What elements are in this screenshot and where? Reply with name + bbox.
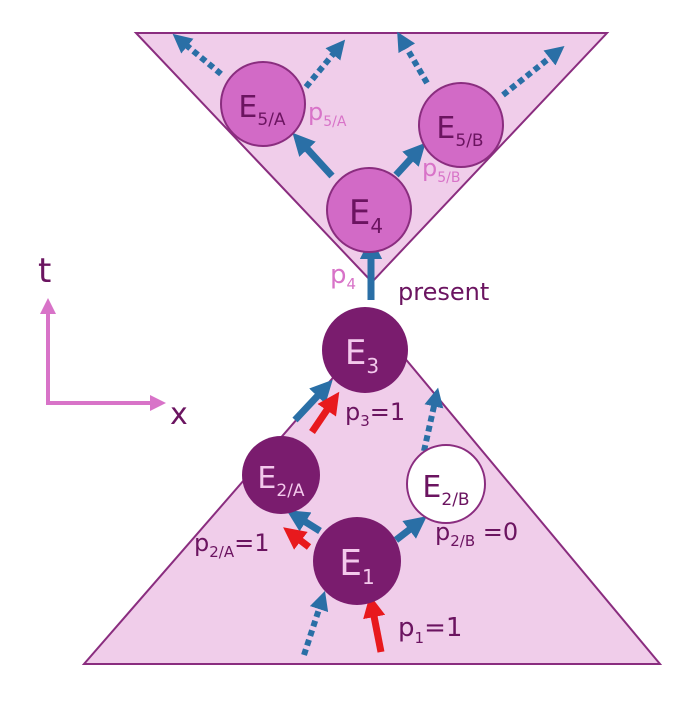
- event-e5b: E5/B: [418, 82, 504, 168]
- svg-text:E1: E1: [339, 543, 374, 589]
- label-p1: p1=1: [398, 613, 462, 647]
- e4-main: E: [349, 193, 370, 233]
- event-e5a: E5/A: [220, 61, 306, 147]
- possible-arrows: [172, 31, 565, 656]
- arrow-e5a-right: [303, 39, 346, 89]
- label-p4: p4: [330, 260, 356, 293]
- svg-text:E2/A: E2/A: [257, 461, 305, 501]
- red-arrow-e2a-to-e3: [309, 391, 340, 434]
- e2b-main: E: [422, 470, 441, 505]
- arrow-e5b-left: [397, 31, 430, 85]
- event-e2a: E2/A: [242, 436, 320, 514]
- x-axis-label: x: [170, 397, 188, 432]
- t-axis-label: t: [38, 251, 51, 291]
- history-arrows: [283, 391, 386, 653]
- e4-sub: 4: [370, 214, 383, 238]
- event-e3: E3: [322, 307, 408, 393]
- arrow-e4-to-e5a: [292, 132, 335, 179]
- e1-sub: 1: [362, 565, 375, 589]
- arrow-e5a-left: [172, 33, 223, 77]
- label-p2a: p2/A=1: [194, 529, 269, 561]
- past-light-cone: [81, 324, 663, 665]
- event-nodes: E1 E2/A E2/B E3 E4: [220, 61, 504, 605]
- e5b-main: E: [436, 111, 455, 146]
- event-e4: E4: [326, 167, 412, 253]
- e3-sub: 3: [366, 354, 379, 378]
- e5b-sub: 5/B: [455, 131, 483, 151]
- red-arrow-e1-to-e2a: [283, 527, 312, 550]
- e3-main: E: [345, 333, 366, 373]
- e1-main: E: [339, 543, 362, 584]
- arrow-e1-to-e2b: [393, 516, 427, 543]
- e2a-sub: 2/A: [276, 481, 305, 501]
- probability-labels: p1=1 p2/A=1 p2/B =0 p3=1 p4 p5/A p5/B: [194, 98, 518, 647]
- present-label: present: [398, 278, 489, 306]
- axes: t x: [38, 251, 188, 432]
- label-p5a: p5/A: [308, 98, 347, 130]
- arrow-e1-to-e2a: [286, 510, 322, 534]
- event-e1: E1: [313, 517, 401, 605]
- e2b-sub: 2/B: [441, 490, 469, 510]
- svg-text:E5/A: E5/A: [238, 90, 286, 130]
- label-p5b: p5/B: [422, 154, 460, 186]
- svg-text:E5/B: E5/B: [436, 111, 483, 151]
- e5a-main: E: [238, 90, 257, 125]
- arrow-e5b-right: [501, 46, 565, 98]
- label-p2b: p2/B =0: [435, 518, 518, 550]
- e2a-main: E: [257, 461, 276, 496]
- label-p3: p3=1: [345, 398, 405, 430]
- event-e2b: E2/B: [406, 444, 486, 524]
- svg-text:E2/B: E2/B: [422, 470, 469, 510]
- e5a-sub: 5/A: [257, 110, 286, 130]
- svg-text:E3: E3: [345, 333, 379, 378]
- red-arrow-into-e1: [363, 595, 386, 653]
- svg-text:E4: E4: [349, 193, 383, 238]
- arrow-e4-to-e5b: [393, 142, 426, 178]
